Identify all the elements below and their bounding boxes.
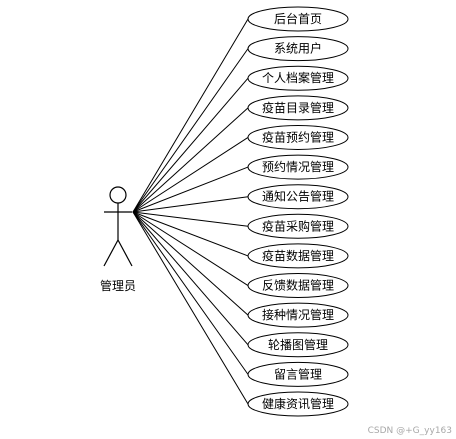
association-line bbox=[132, 211, 249, 316]
use-case-ellipse bbox=[247, 36, 349, 62]
use-case-label: 反馈数据管理 bbox=[262, 278, 334, 293]
use-case-label: 疫苗采购管理 bbox=[262, 218, 334, 233]
association-line bbox=[132, 107, 249, 213]
use-case: 轮播图管理 bbox=[247, 332, 349, 358]
use-case-label: 健康资讯管理 bbox=[262, 396, 334, 411]
association-line bbox=[132, 18, 249, 213]
use-case-label: 轮播图管理 bbox=[268, 337, 328, 352]
association-line bbox=[132, 211, 249, 227]
use-case: 个人档案管理 bbox=[247, 65, 349, 91]
association-line bbox=[132, 48, 249, 213]
use-case-label: 预约情况管理 bbox=[262, 159, 334, 174]
use-case-ellipse bbox=[247, 361, 349, 387]
association-lines bbox=[132, 18, 249, 405]
use-case: 预约情况管理 bbox=[247, 154, 349, 180]
actor-left-leg bbox=[103, 239, 119, 267]
actor-head bbox=[109, 186, 127, 204]
watermark: CSDN @+G_yy163 bbox=[368, 426, 452, 436]
use-case-ellipse bbox=[247, 213, 349, 239]
use-case: 留言管理 bbox=[247, 361, 349, 387]
use-case-ellipse bbox=[247, 95, 349, 121]
use-case: 后台首页 bbox=[247, 6, 349, 32]
use-case: 疫苗目录管理 bbox=[247, 95, 349, 121]
association-line bbox=[132, 211, 249, 286]
use-case-label: 后台首页 bbox=[274, 11, 322, 26]
use-case-label: 通知公告管理 bbox=[262, 189, 334, 204]
use-case-ellipse bbox=[247, 332, 349, 358]
use-case-label: 个人档案管理 bbox=[262, 70, 334, 85]
association-line bbox=[132, 77, 249, 213]
use-case-ellipse bbox=[247, 302, 349, 328]
use-case-label: 疫苗数据管理 bbox=[262, 248, 334, 263]
actor-label: 管理员 bbox=[100, 278, 136, 293]
association-line bbox=[132, 166, 249, 213]
use-case-label: 留言管理 bbox=[274, 366, 322, 381]
use-case: 接种情况管理 bbox=[247, 302, 349, 328]
use-case-list: 后台首页系统用户个人档案管理疫苗目录管理疫苗预约管理预约情况管理通知公告管理疫苗… bbox=[247, 6, 349, 417]
use-case: 反馈数据管理 bbox=[247, 273, 349, 299]
actor-right-leg bbox=[117, 239, 133, 267]
use-case-label: 系统用户 bbox=[274, 41, 322, 56]
use-case-ellipse bbox=[247, 243, 349, 269]
use-case-ellipse bbox=[247, 124, 349, 150]
use-case-ellipse bbox=[247, 65, 349, 91]
use-case: 疫苗数据管理 bbox=[247, 243, 349, 269]
use-case: 系统用户 bbox=[247, 36, 349, 62]
association-line bbox=[132, 211, 249, 257]
actor: 管理员 bbox=[100, 186, 136, 293]
use-case: 健康资讯管理 bbox=[247, 391, 349, 417]
use-case: 疫苗预约管理 bbox=[247, 124, 349, 150]
use-case-label: 接种情况管理 bbox=[262, 307, 334, 322]
association-line bbox=[132, 196, 249, 213]
association-line bbox=[132, 211, 249, 346]
association-line bbox=[132, 211, 249, 405]
use-case-label: 疫苗预约管理 bbox=[262, 129, 334, 144]
use-case-ellipse bbox=[247, 6, 349, 32]
association-line bbox=[132, 137, 249, 213]
use-case: 通知公告管理 bbox=[247, 184, 349, 210]
use-case-label: 疫苗目录管理 bbox=[262, 100, 334, 115]
use-case-ellipse bbox=[247, 154, 349, 180]
association-line bbox=[132, 211, 249, 375]
use-case-ellipse bbox=[247, 273, 349, 299]
use-case-ellipse bbox=[247, 184, 349, 210]
use-case: 疫苗采购管理 bbox=[247, 213, 349, 239]
use-case-ellipse bbox=[247, 391, 349, 417]
